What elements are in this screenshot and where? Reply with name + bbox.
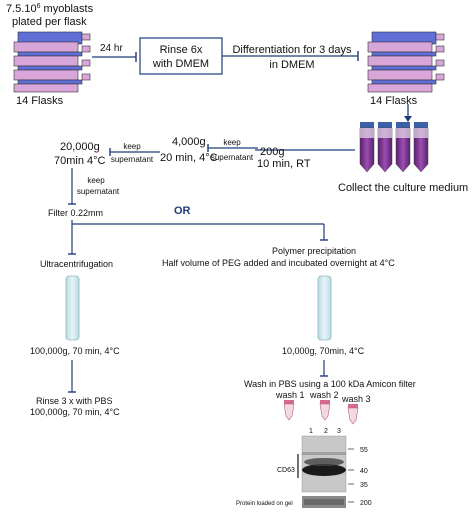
marker-40: 40 (360, 468, 368, 475)
step1-line2: 10 min, RT (257, 158, 311, 170)
diff-line1: Differentiation for 3 days (232, 44, 352, 56)
marker-55: 55 (360, 447, 368, 454)
flask-stack-left (13, 31, 91, 93)
peg-tube (317, 275, 332, 341)
wash-tubes (283, 400, 359, 425)
keep3-line1: keep (87, 176, 105, 185)
or-label: OR (174, 205, 191, 217)
wash-label: Wash in PBS using a 100 kDa Amicon filte… (244, 379, 416, 389)
right-spin-label: 10,000g, 70min, 4°C (282, 346, 365, 356)
diff-line2: in DMEM (269, 59, 314, 71)
step2-line1: 4,000g (172, 136, 206, 148)
lane-label-2: 2 (324, 428, 328, 435)
lane-label-3: 3 (337, 428, 341, 435)
rinse-line2: with DMEM (152, 58, 209, 70)
ultracentrifuge-tube (65, 275, 80, 341)
cells-label-line1: 7.5.106 myoblasts (6, 3, 94, 15)
step2-line2: 20 min, 4°C (160, 152, 218, 164)
polymer-subtitle: Half volume of PEG added and incubated o… (162, 258, 395, 268)
keep2-line1: keep (123, 142, 141, 151)
step1-line1: 200g (260, 146, 284, 158)
cd63-label: CD63 (277, 467, 295, 474)
marker-200: 200 (360, 500, 372, 507)
polymer-title: Polymer precipitation (272, 246, 356, 256)
cd63-smear (304, 458, 344, 466)
flask-stack-right (367, 31, 445, 93)
cells-label-line2: plated per flask (12, 16, 87, 28)
left-rinse-line2: 100,000g, 70 min, 4°C (30, 407, 120, 417)
loading-label: Protein loaded on gel (236, 501, 293, 507)
left-spin-label: 100,000g, 70 min, 4°C (30, 346, 120, 356)
filter-label: Filter 0.22mm (48, 208, 103, 218)
collection-tubes (359, 122, 429, 173)
rinse-box (139, 37, 223, 75)
time-label: 24 hr (100, 43, 123, 54)
keep2-line2: supernatant (111, 155, 154, 164)
arrow-to-tubes-head (404, 116, 412, 122)
flasks-label-left: 14 Flasks (16, 95, 64, 107)
rinse-line1: Rinse 6x (160, 44, 203, 56)
keep3-line2: supernatant (77, 187, 120, 196)
wash2-label: wash 2 (309, 390, 339, 400)
step3-line2: 70min 4°C (54, 155, 106, 167)
lane-label-1: 1 (309, 428, 313, 435)
marker-35: 35 (360, 482, 368, 489)
left-rinse-line1: Rinse 3 x with PBS (36, 396, 113, 406)
wash3-label: wash 3 (341, 394, 371, 404)
keep1-line1: keep (223, 138, 241, 147)
flasks-label-right: 14 Flasks (370, 95, 418, 107)
ultracentrifugation-title: Ultracentrifugation (40, 259, 113, 269)
collect-label: Collect the culture medium (338, 182, 468, 194)
wash1-label: wash 1 (275, 390, 305, 400)
cd63-band (302, 464, 346, 476)
step3-line1: 20,000g (60, 141, 100, 153)
keep1-line2: supernatant (211, 153, 254, 162)
